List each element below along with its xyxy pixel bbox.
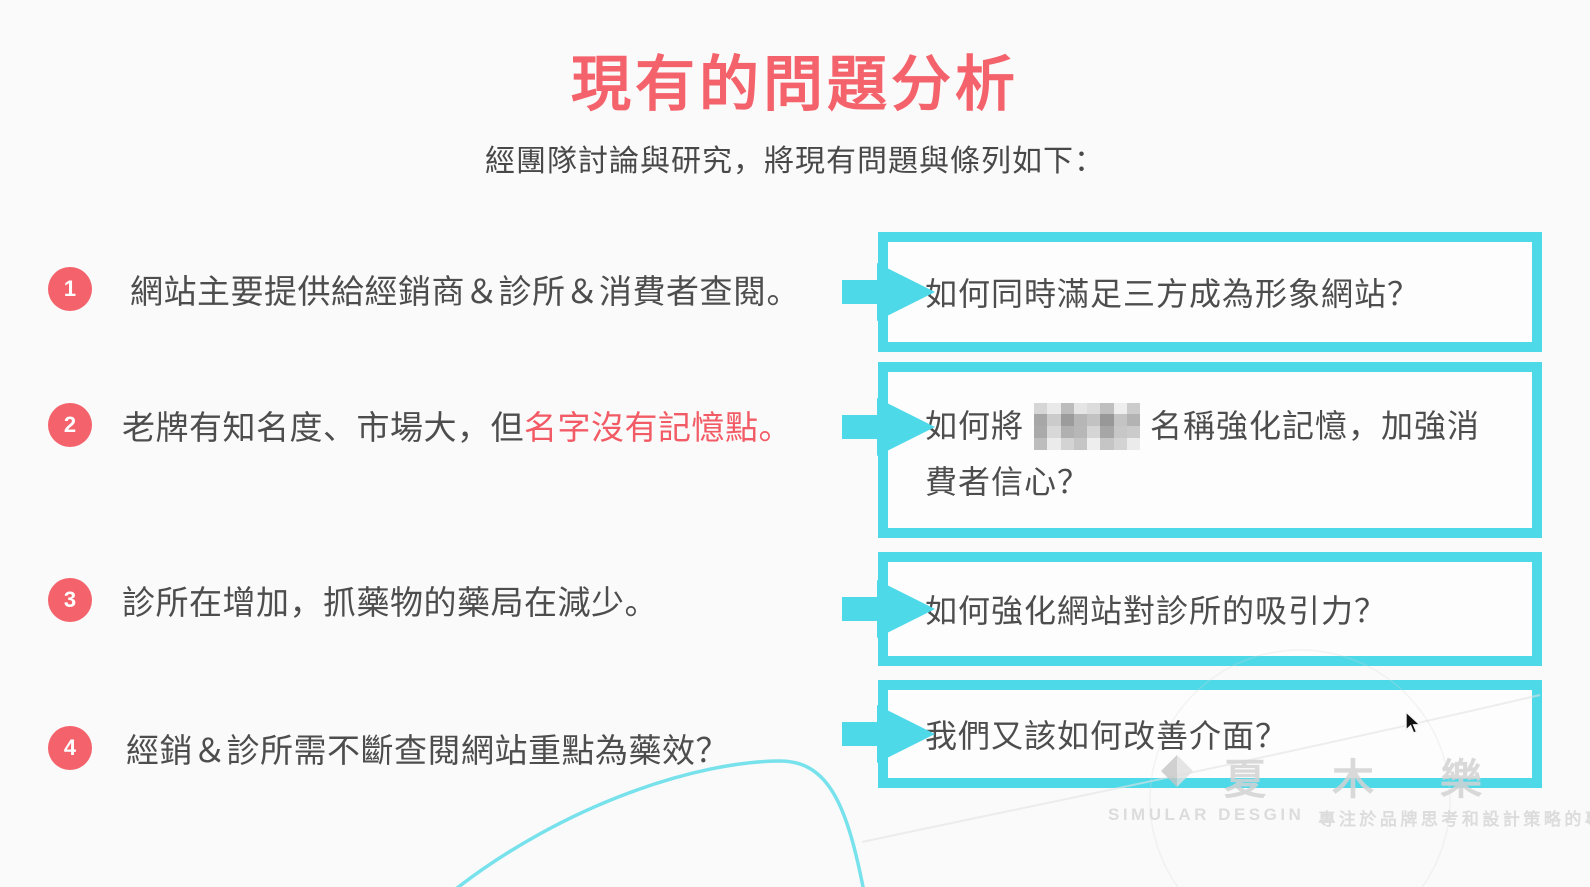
problem-item-3: 3 診所在增加，抓藥物的藥局在減少。 bbox=[48, 578, 658, 622]
problem-text-2-highlight: 名字沒有記憶點。 bbox=[524, 409, 792, 446]
question-2-line-1: 如何將 名稱強化記憶，加強消 bbox=[925, 398, 1480, 454]
number-badge-3: 3 bbox=[48, 578, 92, 622]
problem-text-4: 經銷＆診所需不斷查閱網站重點為藥效？ bbox=[126, 724, 729, 772]
problem-text-2-main: 老牌有知名度、市場大，但 bbox=[122, 409, 524, 446]
page-subtitle: 經團隊討論與研究，將現有問題與條列如下： bbox=[485, 145, 1105, 178]
question-box-3: 如何強化網站對診所的吸引力？ bbox=[878, 552, 1542, 666]
question-box-2: 如何將 名稱強化記憶，加強消 費者信心？ bbox=[878, 362, 1542, 538]
question-2-before-censor: 如何將 bbox=[925, 408, 1025, 444]
watermark-logo-text: 夏木樂 bbox=[1224, 756, 1549, 803]
problem-text-3-main: 診所在增加，抓藥物的藥局在減少。 bbox=[122, 584, 658, 621]
problem-item-1: 1 網站主要提供給經銷商＆診所＆消費者查閱。 bbox=[48, 267, 800, 311]
watermark-brand-en: SIMULAR DESGIN bbox=[1108, 805, 1305, 824]
question-2-line-2: 費者信心？ bbox=[925, 464, 1091, 500]
arrow-right-icon bbox=[842, 263, 935, 321]
problem-text-1-main: 網站主要提供給經銷商＆診所＆消費者查閱。 bbox=[130, 273, 800, 310]
question-text-1: 如何同時滿足三方成為形象網站？ bbox=[925, 276, 1421, 312]
problem-text-1: 網站主要提供給經銷商＆診所＆消費者查閱。 bbox=[130, 265, 800, 313]
number-badge-2: 2 bbox=[48, 403, 92, 447]
question-2-after-censor: 名稱強化記憶，加強消 bbox=[1150, 408, 1481, 444]
question-box-1: 如何同時滿足三方成為形象網站？ bbox=[878, 232, 1542, 352]
watermark-tagline: SIMULAR DESGIN 專注於品牌思考和設計策略的專家 bbox=[1108, 805, 1590, 830]
arrow-right-icon bbox=[842, 580, 935, 638]
page-title: 現有的問題分析 bbox=[571, 51, 1019, 118]
censored-pixelated-text bbox=[1034, 402, 1141, 450]
watermark-logo-icon bbox=[1161, 755, 1193, 787]
number-badge-4: 4 bbox=[48, 726, 92, 770]
watermark-tagline-zh: 專注於品牌思考和設計策略的專家 bbox=[1318, 810, 1590, 829]
arrow-right-icon bbox=[842, 705, 935, 763]
problem-text-4-main: 經銷＆診所需不斷查閱網站重點為藥效？ bbox=[126, 732, 729, 769]
question-text-3: 如何強化網站對診所的吸引力？ bbox=[925, 593, 1388, 629]
mouse-cursor bbox=[1405, 711, 1422, 734]
number-badge-1: 1 bbox=[48, 267, 92, 311]
arrow-right-icon bbox=[842, 398, 935, 456]
problem-text-3: 診所在增加，抓藥物的藥局在減少。 bbox=[122, 576, 658, 624]
question-text-2: 如何將 名稱強化記憶，加強消 費者信心？ bbox=[888, 372, 1480, 510]
problem-item-4: 4 經銷＆診所需不斷查閱網站重點為藥效？ bbox=[48, 726, 729, 770]
problem-text-2: 老牌有知名度、市場大，但名字沒有記憶點。 bbox=[122, 401, 792, 449]
problem-item-2: 2 老牌有知名度、市場大，但名字沒有記憶點。 bbox=[48, 403, 792, 447]
